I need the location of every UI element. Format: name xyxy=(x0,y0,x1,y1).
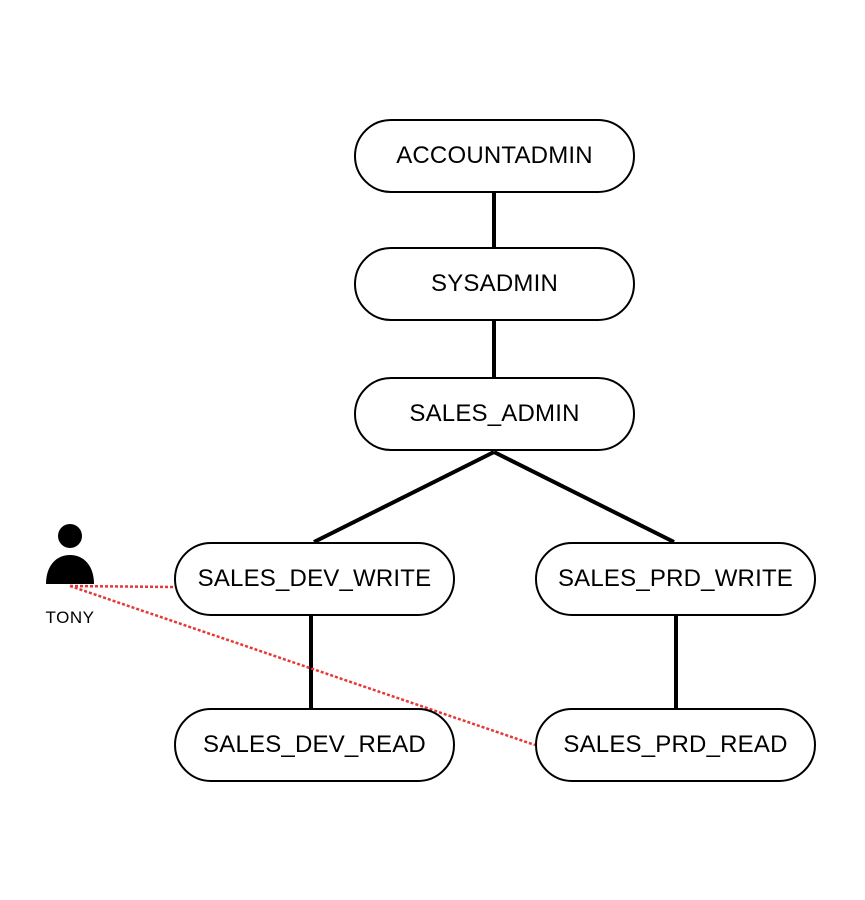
role-label: SALES_PRD_WRITE xyxy=(557,565,794,592)
role-node-sales-admin: SALES_ADMIN xyxy=(354,377,635,451)
role-label: SALES_DEV_READ xyxy=(203,731,426,758)
edge-sales-admin-prd-write xyxy=(493,450,675,544)
role-node-sales-prd-read: SALES_PRD_READ xyxy=(535,708,816,782)
role-label: ACCOUNTADMIN xyxy=(396,142,593,169)
role-label: SALES_PRD_READ xyxy=(563,731,788,758)
edge-sales-admin-dev-write xyxy=(313,450,495,544)
role-node-sales-dev-read: SALES_DEV_READ xyxy=(174,708,455,782)
role-node-accountadmin: ACCOUNTADMIN xyxy=(354,119,635,193)
role-label: SALES_DEV_WRITE xyxy=(197,565,432,592)
role-node-sales-prd-write: SALES_PRD_WRITE xyxy=(535,542,816,616)
grant-tony-prd-read xyxy=(69,584,536,747)
grant-tony-dev-write xyxy=(69,584,175,589)
user-tony: TONY xyxy=(38,522,102,632)
role-label: SYSADMIN xyxy=(431,270,558,297)
role-label: SALES_ADMIN xyxy=(409,400,580,427)
role-node-sysadmin: SYSADMIN xyxy=(354,247,635,321)
role-node-sales-dev-write: SALES_DEV_WRITE xyxy=(174,542,455,616)
person-icon xyxy=(46,524,94,584)
user-name-label: TONY xyxy=(45,608,95,627)
